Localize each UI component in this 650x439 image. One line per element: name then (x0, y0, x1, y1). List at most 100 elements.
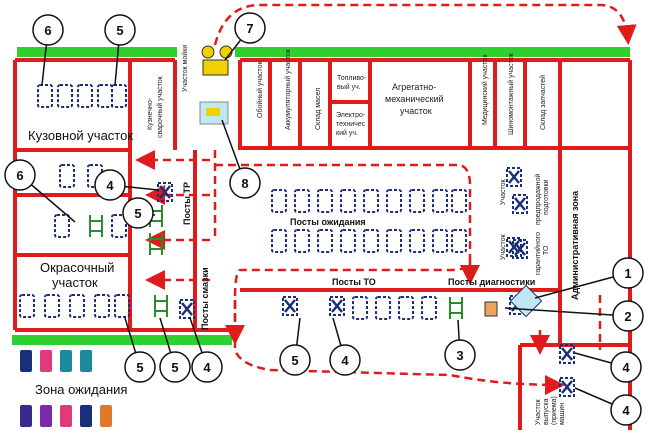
service-post-icon (179, 299, 195, 319)
post-slot (375, 296, 391, 320)
callout-n2: 2 (504, 300, 644, 332)
fuel-label-2: вый уч. (337, 83, 361, 91)
post-slot (57, 84, 73, 108)
agg-mech-label-1: Агрегатно- (392, 82, 436, 92)
post-slot (97, 84, 113, 108)
spare-parts-label: Склад запчастей (539, 75, 547, 130)
lift-icon (154, 295, 168, 317)
post-slot (386, 189, 402, 213)
post-slot (114, 294, 130, 318)
callout-number: 5 (136, 360, 143, 375)
presale-label-1: Участок (500, 178, 507, 205)
post-slot (409, 189, 425, 213)
callout-n4d: 4 (574, 351, 642, 383)
service-post-icon (512, 239, 528, 259)
callout-n6b: 6 (4, 159, 76, 223)
post-slot (432, 189, 448, 213)
post-slot (19, 294, 35, 318)
post-slot (340, 229, 356, 253)
callout-n4b: 4 (189, 317, 223, 383)
wash-equipment-icon (199, 45, 233, 125)
tinsmith-label-1: Кузнечно- (147, 97, 154, 130)
post-slot (317, 229, 333, 253)
admin-zone-label: Административная зона (570, 190, 580, 300)
release-label-4: машин (559, 403, 566, 425)
electro-label-3: кий уч. (336, 129, 358, 137)
paint-shop-label-2: участок (52, 275, 98, 290)
callout-number: 4 (622, 403, 630, 418)
callout-number: 7 (246, 21, 253, 36)
release-label-1: Участок (535, 398, 542, 425)
presale-label-3: подготовки (543, 179, 550, 215)
posts-waiting-label: Посты ожидания (290, 217, 366, 227)
post-slot (44, 294, 60, 318)
callout-n5c: 5 (124, 317, 156, 383)
body-shop-label: Кузовной участок (28, 128, 133, 143)
post-slot (340, 189, 356, 213)
green-bar-bottom (12, 335, 232, 345)
callout-n5d: 5 (159, 317, 191, 383)
release-label-2: выпуска (543, 398, 550, 425)
callout-number: 4 (106, 178, 114, 193)
waiting-posts (19, 84, 467, 320)
callout-number: 5 (171, 360, 178, 375)
callout-n6a: 6 (32, 14, 64, 86)
post-slot (451, 229, 467, 253)
service-post-icon (512, 194, 528, 214)
callout-number: 6 (44, 23, 51, 38)
oil-store-label: Склад масел (315, 88, 322, 130)
post-slot (94, 294, 110, 318)
callout-n4e: 4 (574, 387, 642, 426)
agg-mech-label-3: участок (400, 106, 432, 116)
callout-n5a: 5 (104, 14, 136, 86)
waiting-zone-label: Зона ожидания (35, 382, 127, 397)
callout-n3: 3 (444, 319, 476, 371)
electro-label-2: техничес (336, 121, 366, 128)
callout-n8: 8 (221, 119, 261, 199)
cross-posts (157, 167, 575, 397)
fuel-label-1: Топливо- (337, 75, 367, 82)
post-slot (54, 214, 70, 238)
callout-n7: 7 (224, 12, 266, 61)
callout-number: 2 (624, 309, 631, 324)
service-post-icon (329, 296, 345, 316)
post-slot (352, 296, 368, 320)
post-slot (271, 189, 287, 213)
callout-n5e: 5 (279, 317, 311, 376)
callout-number: 5 (134, 206, 141, 221)
service-post-icon (559, 344, 575, 364)
agg-mech-label-2: механический (385, 94, 444, 104)
callout-number: 3 (456, 348, 463, 363)
lift-posts (89, 205, 463, 319)
post-slot (317, 189, 333, 213)
callout-n4a: 4 (94, 169, 159, 201)
battery-label: Аккумуляторный участок (284, 48, 292, 130)
post-slot (386, 229, 402, 253)
callout-number: 4 (203, 360, 211, 375)
post-slot (37, 84, 53, 108)
posts-diag-label: Посты диагностики (448, 277, 535, 287)
lift-icon (89, 215, 103, 237)
warranty-label-3: ТО (543, 245, 550, 255)
post-slot (111, 84, 127, 108)
lift-icon (449, 297, 463, 319)
post-slot (363, 229, 379, 253)
release-label-3: (приема) (551, 396, 558, 425)
callout-n4c: 4 (329, 317, 361, 376)
electro-label-1: Электро- (336, 112, 366, 119)
posts-tr-label: Посты ТР (182, 182, 192, 225)
wash-area-label: Участок мойки (181, 45, 189, 92)
service-post-icon (559, 377, 575, 397)
post-slot (111, 214, 127, 238)
post-slot (271, 229, 287, 253)
parked-cars (20, 350, 112, 427)
tinsmith-label-2: сварочный участок (156, 75, 164, 138)
callout-n1: 1 (534, 257, 644, 299)
upholstery-label: Обойный участок (256, 60, 264, 118)
callout-number: 4 (622, 360, 630, 375)
post-slot (398, 296, 414, 320)
vehicle-route (135, 3, 637, 395)
lift-icon (149, 233, 163, 255)
